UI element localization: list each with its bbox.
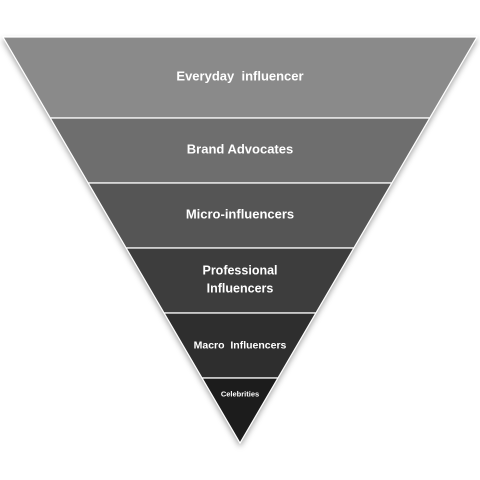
pyramid-tiers [2,36,478,444]
pyramid-tier-6-label: Celebrities [221,389,259,398]
pyramid-tier-3-label: Micro-influencers [186,207,294,222]
pyramid-tier-3-label-line-1: Micro-influencers [186,207,294,222]
pyramid-tier-5-label: Macro Influencers [194,339,287,351]
pyramid-tier-6-label-line-1: Celebrities [221,389,259,398]
pyramid-tier-6 [201,377,279,444]
pyramid-tier-4 [125,247,355,314]
pyramid-tier-1-label-line-1: Everyday influencer [176,69,303,84]
pyramid-tier-4-label-line-2: Influencers [207,282,274,296]
pyramid-tier-4-label-line-1: Professional [202,264,277,278]
pyramid-tier-2-label-line-1: Brand Advocates [187,142,293,157]
pyramid-tier-1-label: Everyday influencer [176,69,303,84]
pyramid-tier-5-label-line-1: Macro Influencers [194,339,287,351]
pyramid-tier-2-label: Brand Advocates [187,142,293,157]
